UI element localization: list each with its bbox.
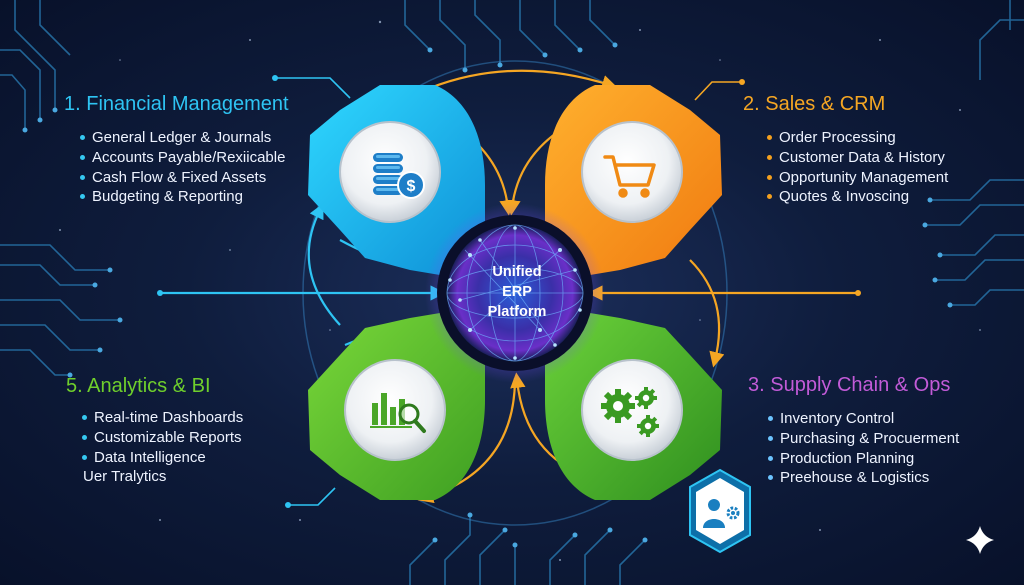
financial-title: 1. Financial Management bbox=[64, 93, 289, 115]
list-item: Budgeting & Reporting bbox=[78, 187, 285, 207]
hub-globe bbox=[425, 203, 605, 383]
background-stars bbox=[59, 20, 981, 561]
supply-list: Inventory Control Purchasing & Procuerme… bbox=[766, 409, 959, 488]
list-item: Opportunity Management bbox=[765, 168, 948, 188]
list-item: Inventory Control bbox=[766, 409, 959, 429]
analytics-title: 5. Analytics & BI bbox=[66, 375, 211, 397]
list-item: Uer Tralytics bbox=[83, 468, 167, 486]
coins-dollar-icon: $ bbox=[373, 153, 425, 199]
svg-text:$: $ bbox=[407, 178, 416, 195]
shopping-cart-icon bbox=[603, 155, 656, 198]
hub-label: Unified ERP Platform bbox=[462, 262, 572, 322]
horizontal-arrows bbox=[157, 285, 861, 301]
section-connectors bbox=[272, 75, 745, 508]
hub-line-1: Unified bbox=[492, 264, 542, 280]
list-item: Customizable Reports bbox=[80, 428, 243, 448]
financial-list: General Ledger & Journals Accounts Payab… bbox=[78, 128, 285, 207]
hub-line-2: ERP bbox=[502, 284, 532, 300]
list-item: Data Intelligence bbox=[80, 448, 243, 468]
chart-magnifier-icon bbox=[370, 393, 426, 433]
list-item: Cash Flow & Fixed Assets bbox=[78, 168, 285, 188]
sales-list: Order Processing Customer Data & History… bbox=[765, 128, 948, 207]
user-gear-icon bbox=[703, 499, 740, 528]
list-item: Customer Data & History bbox=[765, 148, 948, 168]
analytics-list: Real-time Dashboards Customizable Report… bbox=[80, 408, 243, 487]
sales-quadrant bbox=[545, 85, 722, 275]
sales-title: 2. Sales & CRM bbox=[743, 93, 886, 115]
list-item: Production Planning bbox=[766, 449, 959, 469]
supply-title: 3. Supply Chain & Ops bbox=[748, 374, 951, 396]
list-item: Preehouse & Logistics bbox=[766, 468, 959, 488]
hub-line-3: Platform bbox=[487, 304, 547, 320]
list-item: Real-time Dashboards bbox=[80, 408, 243, 428]
list-item: Order Processing bbox=[765, 128, 948, 148]
list-item: Quotes & Invoscing bbox=[765, 187, 948, 207]
user-gear-badge[interactable] bbox=[689, 468, 751, 554]
gears-icon bbox=[601, 387, 659, 437]
list-item: Purchasing & Procuerment bbox=[766, 429, 959, 449]
list-item: General Ledger & Journals bbox=[78, 128, 285, 148]
list-item: Accounts Payable/Rexiicable bbox=[78, 148, 285, 168]
sparkle-icon bbox=[966, 526, 994, 554]
circuit-nodes bbox=[22, 42, 953, 548]
